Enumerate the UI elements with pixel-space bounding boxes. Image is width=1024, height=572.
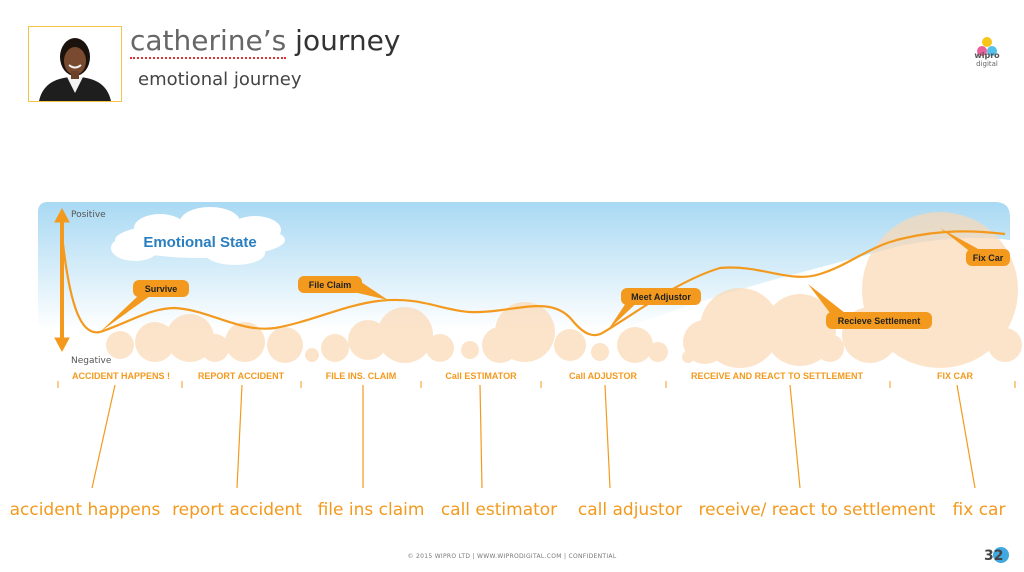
bottom-label: call adjustor: [577, 500, 683, 520]
stage-label: ACCIDENT HAPPENS !: [72, 371, 170, 381]
page-title: catherine’s journey: [130, 24, 401, 59]
bottom-label: accident happens: [9, 500, 161, 520]
bottom-label: call estimator: [440, 500, 558, 520]
sky-background: [38, 202, 1010, 330]
callout-recieve-settlement: Recieve Settlement: [808, 284, 932, 329]
bottom-label: receive/ react to settlement: [698, 500, 936, 520]
stage-label: FIX CAR: [937, 371, 974, 381]
svg-text:Meet Adjustor: Meet Adjustor: [631, 292, 691, 302]
logo-text-wipro: wipro: [974, 51, 1000, 60]
stage-label: Call ESTIMATOR: [445, 371, 517, 381]
svg-text:File Claim: File Claim: [309, 280, 352, 290]
callout-file-claim: File Claim: [298, 276, 388, 300]
emotional-journey-diagram: Positive Negative Emotional State Surviv…: [38, 202, 1022, 388]
emotion-curve: [60, 230, 1006, 337]
stage-label: FILE INS. CLAIM: [326, 371, 397, 381]
cloud-icon: [111, 207, 285, 265]
stage-label: RECEIVE AND REACT TO SETTLEMENT: [691, 371, 864, 381]
title-rest: journey: [295, 24, 401, 57]
logo-text-digital: digital: [976, 60, 998, 68]
page-arrow-icon: [993, 547, 1009, 563]
bottom-label: report accident: [172, 500, 302, 520]
emotion-axis-arrow: [54, 207, 70, 353]
callout-meet-adjustor: Meet Adjustor: [608, 288, 701, 330]
stage-label: REPORT ACCIDENT: [198, 371, 285, 381]
page-number: 32: [984, 548, 1004, 564]
svg-text:Survive: Survive: [145, 284, 178, 294]
axis-negative-label: Negative: [71, 356, 112, 366]
callout-fix-car: Fix Car: [940, 228, 1010, 266]
svg-text:Fix Car: Fix Car: [973, 253, 1004, 263]
cloud-label: Emotional State: [143, 234, 256, 251]
callout-survive: Survive: [100, 280, 189, 332]
wipro-logo-icon: [977, 37, 997, 56]
stage-label: Call ADJUSTOR: [569, 371, 638, 381]
stage-labels: ACCIDENT HAPPENS ! REPORT ACCIDENT FILE …: [72, 371, 974, 381]
profile-photo: [28, 26, 122, 102]
page-subtitle: emotional journey: [138, 69, 302, 90]
person-avatar-icon: [29, 27, 121, 101]
stage-dividers: [57, 381, 1016, 388]
stage-connector-lines: [91, 384, 976, 489]
bottom-label: fix car: [952, 500, 1006, 520]
footer-text: © 2015 WIPRO LTD | WWW.WIPRODIGITAL.COM …: [407, 553, 617, 560]
title-name: catherine’s: [130, 24, 287, 59]
bottom-label: file ins claim: [317, 500, 425, 520]
svg-text:Recieve Settlement: Recieve Settlement: [838, 316, 921, 326]
axis-positive-label: Positive: [71, 210, 106, 220]
